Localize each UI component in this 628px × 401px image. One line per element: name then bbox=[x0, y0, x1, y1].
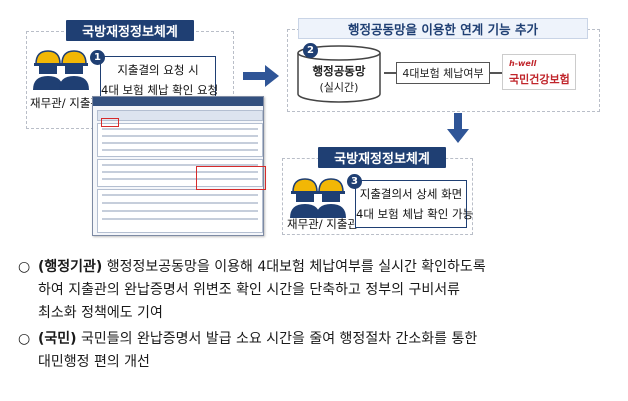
bullet-text: (행정기관) 행정정보공동망을 이용해 4대보험 체납여부를 실시간 확인하도록… bbox=[38, 256, 486, 325]
left-role-label: 재무관/ 지출관 bbox=[30, 96, 102, 110]
arrow-right-icon bbox=[243, 65, 279, 87]
insurer-logo-box: h-well 국민건강보험 bbox=[502, 54, 576, 90]
database-icon bbox=[297, 45, 381, 103]
bullet-body: 국민들의 완납증명서 발급 소요 시간을 줄여 행정절차 간소화를 통한 대민행… bbox=[38, 331, 478, 370]
bullet-text: (국민) 국민들의 완납증명서 발급 소요 시간을 줄여 행정절차 간소화를 통… bbox=[38, 328, 477, 374]
workers-icon bbox=[290, 178, 346, 218]
step2-subtitle: (실시간) bbox=[319, 81, 359, 94]
arrow-down-icon bbox=[447, 113, 469, 143]
flow-label-box: 4대보험 체납여부 bbox=[396, 62, 490, 84]
step1-line1: 지출결의 요청 시 bbox=[117, 63, 199, 77]
step3-line1: 지출결의서 상세 화면 bbox=[359, 187, 463, 201]
step3-line2: 4대 보험 체납 확인 가능 bbox=[356, 207, 474, 221]
bottom-panel-banner: 국방재정정보체계 bbox=[318, 147, 446, 168]
bullet-head: (행정기관) bbox=[38, 259, 103, 275]
bullet-body: 행정정보공동망을 이용해 4대보험 체납여부를 실시간 확인하도록 하여 지출관… bbox=[38, 259, 486, 321]
highlight-box-large bbox=[196, 166, 266, 190]
step2-badge: 2 bbox=[303, 43, 318, 58]
left-panel-banner: 국방재정정보체계 bbox=[66, 20, 194, 41]
insurer-name: 국민건강보험 bbox=[509, 73, 570, 86]
connector-line-left bbox=[384, 72, 396, 74]
step2-title: 행정공동망 bbox=[312, 64, 366, 78]
step1-line2: 4대 보험 체납 확인 요청 bbox=[101, 83, 219, 97]
highlight-box-small bbox=[101, 118, 119, 127]
step1-badge: 1 bbox=[90, 50, 105, 65]
step3-card: 지출결의서 상세 화면 4대 보험 체납 확인 가능 bbox=[355, 180, 474, 228]
bullet-head: (국민) bbox=[38, 331, 77, 347]
flow-label: 4대보험 체납여부 bbox=[402, 67, 484, 80]
bottom-role-label: 재무관/ 지출관 bbox=[287, 217, 359, 231]
system-screen-thumbnail bbox=[92, 96, 264, 236]
connector-line-right bbox=[490, 72, 502, 74]
bullet-marker: ○ bbox=[18, 331, 31, 347]
bullet-list: ○ (행정기관) 행정정보공동망을 이용해 4대보험 체납여부를 실시간 확인하… bbox=[18, 256, 618, 396]
step3-badge: 3 bbox=[347, 174, 362, 189]
right-panel-banner: 행정공동망을 이용한 연계 기능 추가 bbox=[298, 18, 588, 39]
workers-icon bbox=[33, 50, 89, 90]
bullet-marker: ○ bbox=[18, 259, 31, 275]
insurer-brand: h-well bbox=[509, 59, 537, 68]
